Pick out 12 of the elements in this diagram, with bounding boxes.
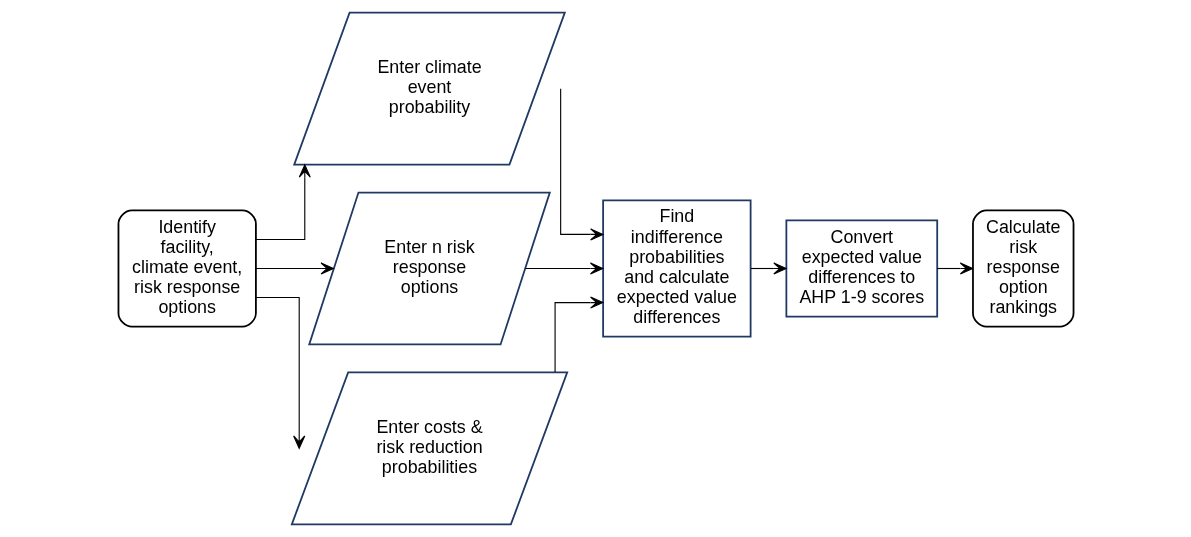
arrow [936,262,973,275]
arrow [254,262,334,275]
node-box: Identify facility, climate event, risk response options [117,209,257,328]
node-box: Find indifference probabilities and calculate expected value differences [601,199,751,338]
arrow [559,88,603,241]
node-box: Convert expected value differences to AHP 1-9 scores [784,219,938,318]
arrow [254,164,311,240]
arrow [554,296,603,373]
node-box: Calculate risk response option rankings [971,209,1074,328]
arrow [749,262,787,275]
arrow [255,297,305,449]
arrow [524,262,603,275]
